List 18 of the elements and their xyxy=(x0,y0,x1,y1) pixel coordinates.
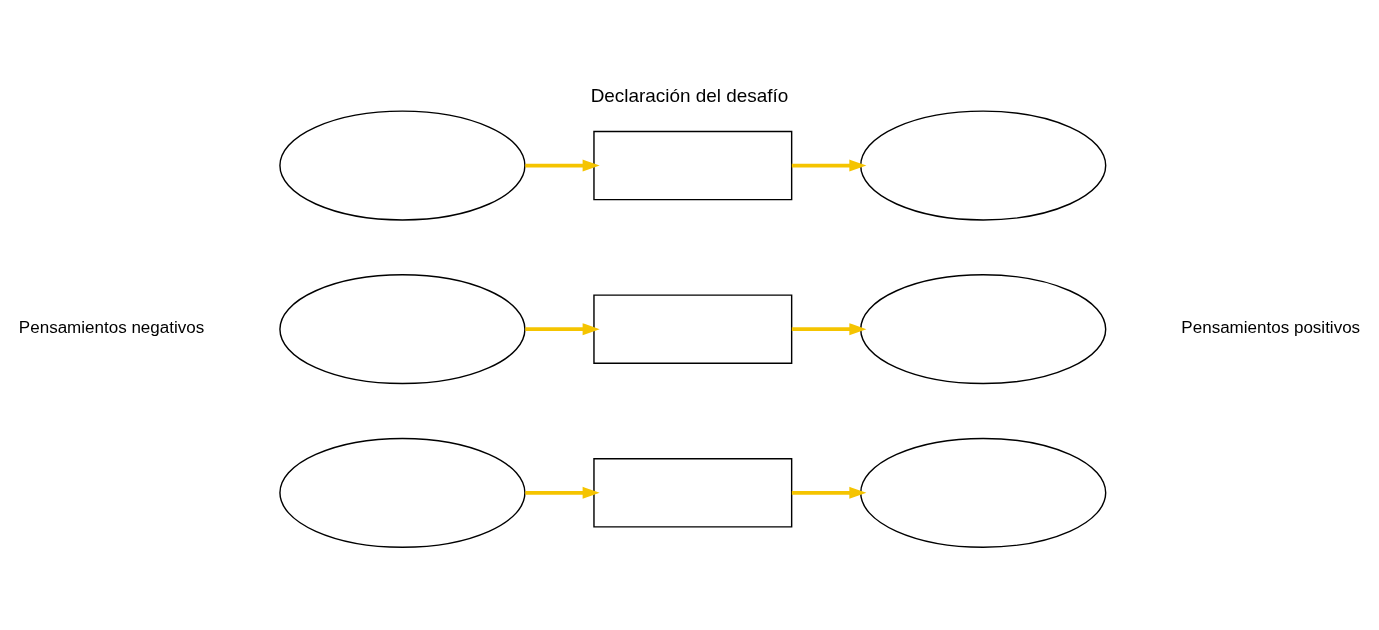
node-ellipse xyxy=(860,110,1107,221)
node-box xyxy=(593,130,793,201)
arrow xyxy=(791,486,867,499)
node-ellipse xyxy=(860,437,1107,548)
arrow xyxy=(791,159,867,172)
label: Pensamientos positivos xyxy=(1181,318,1361,338)
arrow xyxy=(791,323,867,336)
arrow xyxy=(525,159,600,172)
label: Pensamientos negativos xyxy=(18,318,205,338)
arrow xyxy=(525,486,600,499)
node-ellipse xyxy=(279,274,526,385)
node-box xyxy=(593,294,793,364)
arrow xyxy=(525,323,600,336)
diagram-title: Declaración del desafío xyxy=(590,84,789,106)
node-ellipse xyxy=(279,437,526,548)
node-ellipse xyxy=(279,110,526,221)
node-box xyxy=(593,458,793,528)
node-ellipse xyxy=(860,274,1107,385)
